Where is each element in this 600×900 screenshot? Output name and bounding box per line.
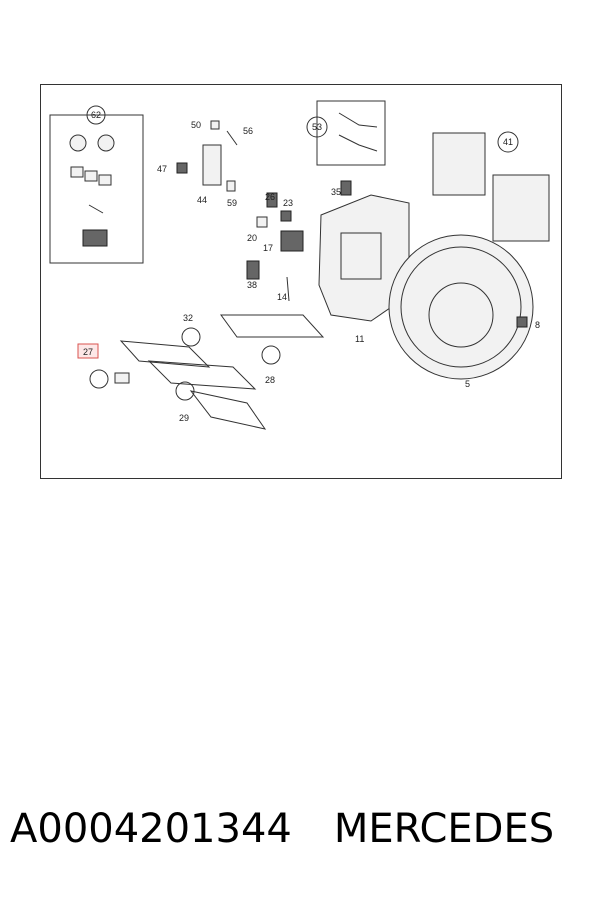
callout-28: 28	[265, 375, 275, 385]
diagram-svg: 62 50 56 47 44 59 53 41 26 23 35 20 17 3…	[49, 100, 550, 430]
callout-44: 44	[197, 195, 207, 205]
brake-disc	[388, 234, 534, 380]
callout-47: 47	[157, 164, 167, 174]
callout-29: 29	[179, 413, 189, 423]
callout-32: 32	[183, 313, 193, 323]
callout-8: 8	[535, 320, 540, 330]
kit-pad-icon	[70, 166, 84, 178]
guide-pin-kit-middle	[147, 360, 257, 390]
callout-41: 41	[503, 137, 513, 147]
caliper-piston-housing	[340, 232, 382, 280]
wrench-symbol-27	[89, 369, 109, 389]
sensor-box-53	[316, 100, 386, 166]
callout-38: 38	[247, 280, 257, 290]
callout-20: 20	[247, 233, 257, 243]
brake-pad-upper	[432, 132, 486, 196]
callout-23: 23	[283, 198, 293, 208]
brake-pad-lower	[492, 174, 550, 242]
wear-sensor-cable	[338, 112, 378, 128]
callout-11: 11	[355, 334, 364, 344]
callout-circle-53	[306, 116, 328, 138]
part-17	[280, 230, 304, 252]
part-44-plate	[202, 144, 222, 186]
kit-bracket-icon	[82, 229, 108, 247]
callout-62: 62	[91, 110, 101, 120]
kit-box-62	[49, 114, 144, 264]
part-35	[340, 180, 352, 196]
callout-50: 50	[191, 120, 201, 130]
kit-pad-icon	[84, 170, 98, 182]
kit-disc-icon	[69, 134, 87, 152]
callout-17: 17	[263, 243, 273, 253]
part-20	[256, 216, 268, 228]
wear-sensor-cable	[338, 134, 378, 152]
part-50	[210, 120, 220, 130]
guide-pin-kit-upper	[220, 314, 325, 338]
callout-5: 5	[465, 379, 470, 389]
wrench-symbol	[181, 327, 201, 347]
callout-53: 53	[312, 122, 322, 132]
callout-27: 27	[83, 347, 93, 357]
part-47	[176, 162, 188, 174]
wrench-symbol	[175, 381, 195, 401]
callout-circle-62	[86, 105, 106, 125]
part-38	[246, 260, 260, 280]
part-26	[266, 192, 278, 208]
callout-26: 26	[265, 192, 275, 202]
kit-spring-icon	[88, 204, 104, 214]
callout-circle-41	[497, 131, 519, 153]
part-8	[516, 316, 528, 328]
product-caption: A0004201344 MERCEDES	[10, 806, 590, 852]
disc-hub	[428, 282, 494, 348]
guide-pin-kit-left	[119, 340, 211, 368]
wrench-symbol	[261, 345, 281, 365]
part-23	[280, 210, 292, 222]
disc-inner-ring	[400, 246, 522, 368]
callout-35: 35	[331, 187, 341, 197]
guide-pin-kit-lower	[189, 390, 267, 430]
callout-56: 56	[243, 126, 253, 136]
callout-27-highlight-box	[77, 343, 99, 359]
callout-14: 14	[277, 292, 287, 302]
part-56	[226, 130, 238, 146]
part-14-bolt	[286, 276, 290, 302]
part-number: A0004201344	[10, 806, 292, 852]
part-27-bushing	[114, 372, 130, 384]
part-59	[226, 180, 236, 192]
brand-name: MERCEDES	[333, 806, 555, 852]
callout-59: 59	[227, 198, 237, 208]
exploded-brake-diagram: 62 50 56 47 44 59 53 41 26 23 35 20 17 3…	[40, 84, 562, 479]
kit-pad-icon	[98, 174, 112, 186]
kit-disc-icon	[97, 134, 115, 152]
